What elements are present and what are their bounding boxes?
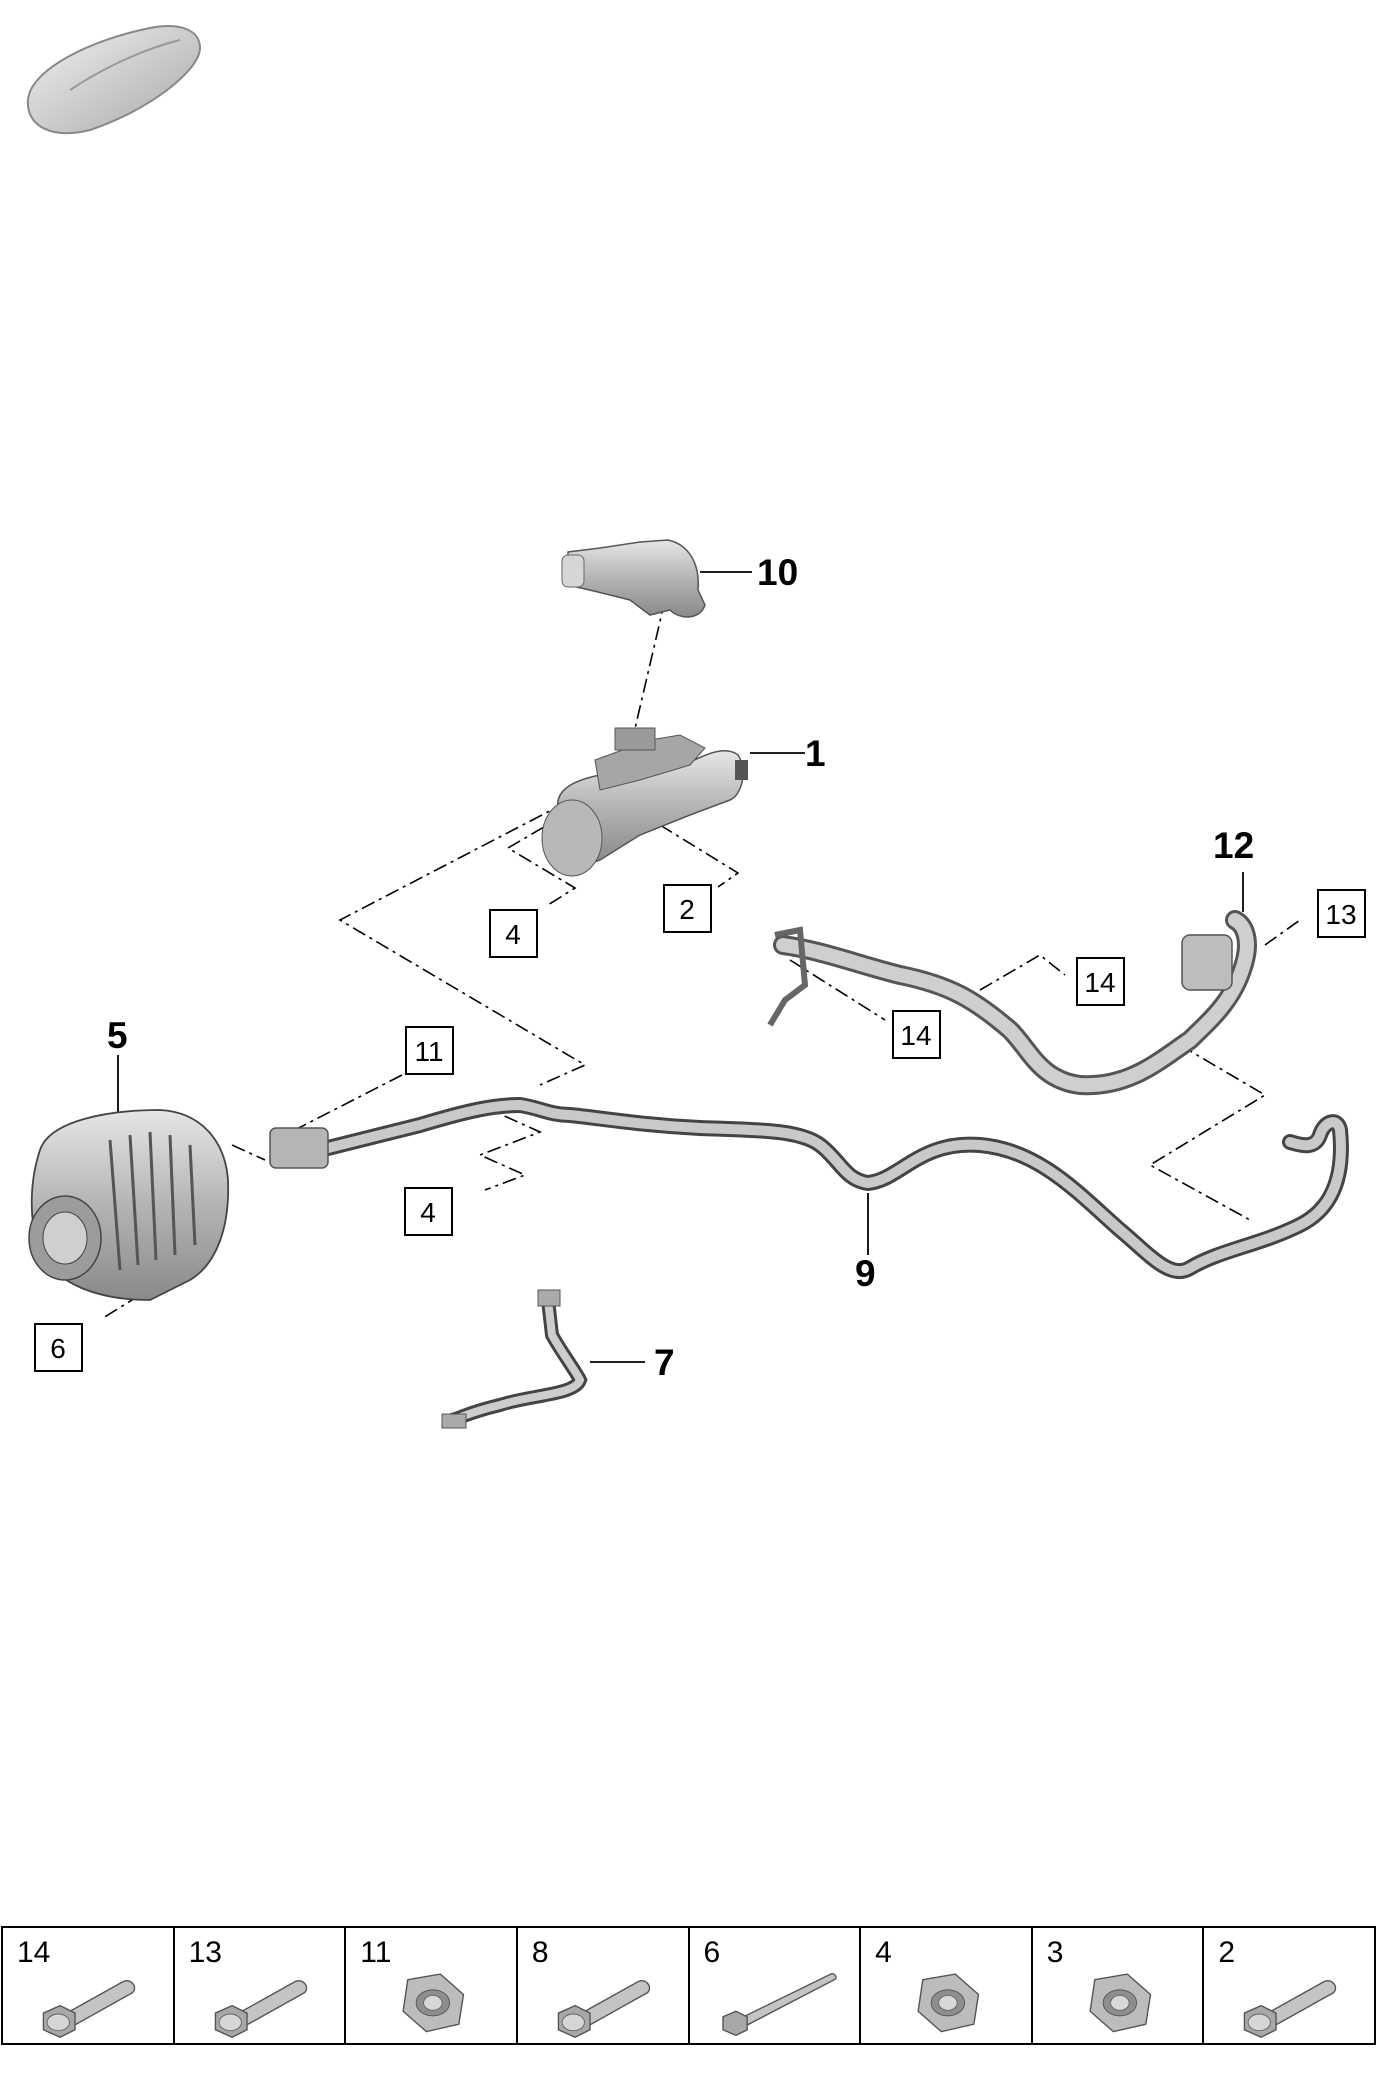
hardware-number: 14 (17, 1936, 51, 1969)
boxed-ref-13: 13 (1317, 889, 1366, 938)
hardware-cell: 4 (861, 1928, 1033, 2043)
alternator-part-5 (28, 1109, 230, 1301)
svg-text:4: 4 (420, 1197, 436, 1228)
vehicle-thumbnail-icon (26, 25, 202, 135)
boxed-ref-2: 2 (663, 884, 712, 933)
boxed-ref-11: 11 (405, 1026, 454, 1075)
long-bolt-icon (721, 1973, 837, 2037)
svg-text:11: 11 (414, 1036, 443, 1067)
callout-lines (117, 571, 1244, 1363)
callout-5: 5 (107, 1015, 128, 1056)
bolt-icon (214, 1979, 307, 2038)
hardware-number: 3 (1046, 1936, 1064, 1969)
nut-icon (917, 1973, 980, 2033)
hardware-number: 13 (188, 1936, 222, 1969)
boxed-ref-4: 4 (404, 1187, 453, 1236)
boxed-ref-14: 14 (1076, 957, 1125, 1006)
bolt-icon (557, 1979, 651, 2038)
svg-text:2: 2 (679, 894, 695, 925)
nut-icon (402, 1973, 465, 2033)
ground-strap-part-7 (441, 1289, 588, 1429)
boxed-ref-4: 4 (489, 909, 538, 958)
hardware-cell: 13 (175, 1928, 347, 2043)
svg-text:13: 13 (1325, 899, 1356, 930)
hardware-cell: 6 (690, 1928, 862, 2043)
parts-diagram: 10 1 12 5 9 7 2 4 4 11 6 13 14 14 (26, 25, 1366, 1429)
hardware-cell: 14 (3, 1928, 175, 2043)
cable-part-12 (767, 910, 1257, 1096)
bolt-icon (42, 1979, 136, 2038)
callout-1: 1 (805, 733, 826, 774)
starter-motor-part-1 (541, 727, 748, 877)
svg-text:6: 6 (50, 1333, 66, 1364)
hardware-cell: 3 (1033, 1928, 1205, 2043)
callout-12: 12 (1213, 825, 1254, 866)
hardware-cell: 2 (1204, 1928, 1374, 2043)
hardware-cell: 8 (518, 1928, 690, 2043)
bolt-icon (1244, 1979, 1337, 2038)
callout-9: 9 (855, 1253, 876, 1294)
connector-part-10 (561, 539, 706, 618)
hardware-number: 2 (1218, 1936, 1236, 1969)
cable-part-9 (269, 1096, 1349, 1280)
boxed-ref-14: 14 (892, 1010, 941, 1059)
hardware-cell: 11 (346, 1928, 518, 2043)
callout-7: 7 (654, 1342, 675, 1383)
callout-10: 10 (757, 552, 798, 593)
hardware-number: 11 (360, 1936, 392, 1969)
svg-text:4: 4 (505, 919, 521, 950)
hardware-number: 8 (531, 1936, 549, 1969)
svg-text:14: 14 (900, 1020, 931, 1051)
hardware-strip: 14 13 11 8 6 4 3 2 (1, 1926, 1376, 2045)
hardware-number: 4 (875, 1936, 892, 1969)
svg-text:14: 14 (1084, 967, 1115, 998)
nut-icon (1089, 1973, 1151, 2033)
hardware-number: 6 (703, 1936, 721, 1969)
boxed-ref-6: 6 (34, 1323, 83, 1372)
